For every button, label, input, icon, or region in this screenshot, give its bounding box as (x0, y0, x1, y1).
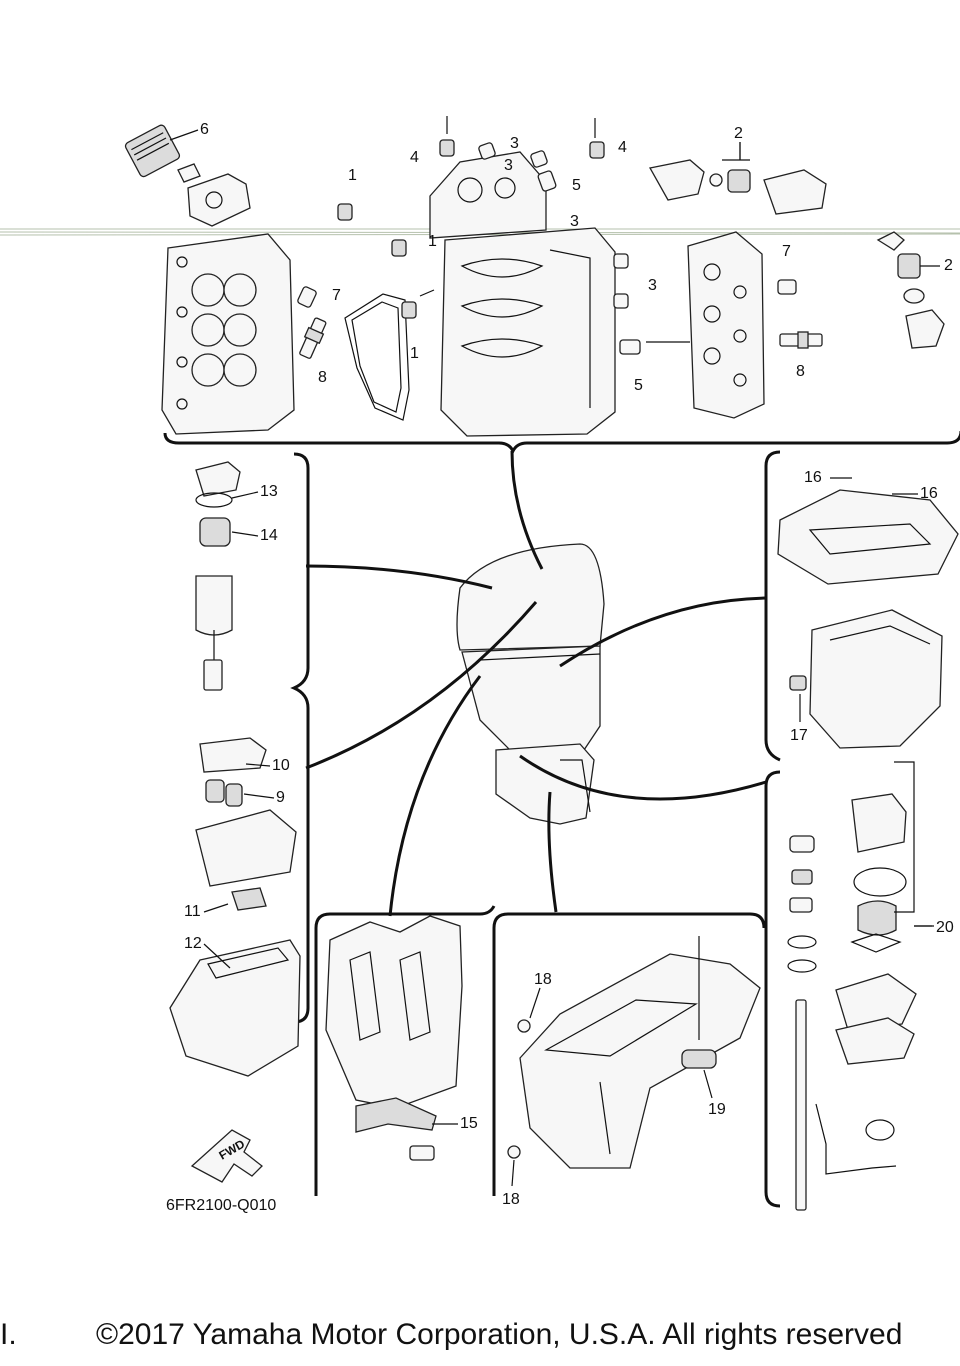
callout-17: 17 (790, 727, 808, 744)
drive-shaft (787, 835, 817, 1211)
spark-plug-right (779, 331, 823, 349)
callout-18: 18 (502, 1191, 520, 1208)
vapor-separator-assembly (169, 737, 301, 1077)
fuel-filter-assembly (195, 461, 241, 691)
crankcase-block-top (429, 151, 547, 239)
callout-1: 1 (428, 233, 437, 250)
callout-2: 2 (944, 257, 953, 274)
crankcase-block-center (440, 227, 616, 437)
callout-16: 16 (804, 469, 822, 486)
callout-1: 1 (348, 167, 357, 184)
callout-7: 7 (782, 243, 791, 260)
leader-lines (305, 450, 767, 917)
callout-11: 11 (184, 903, 201, 920)
cylinder-head-right (687, 231, 765, 419)
oil-pressure-switch-right (777, 279, 797, 295)
callout-12: 12 (184, 935, 202, 952)
copyright-mark: I. (0, 1318, 17, 1351)
thermostat-lower (876, 231, 945, 349)
lower-casing-bracket (492, 912, 766, 1196)
callout-leaders (169, 129, 940, 1187)
water-pump-bracket (764, 770, 781, 1208)
callout-6: 6 (200, 121, 209, 138)
clamp-bracket-assembly (325, 915, 463, 1161)
callout-5: 5 (634, 377, 643, 394)
oil-pan-bracket (764, 450, 781, 762)
cylinder-head-left (161, 233, 295, 435)
callout-8: 8 (318, 369, 327, 386)
copyright-footer: I. ©2017 Yamaha Motor Corporation, U.S.A… (0, 1318, 960, 1358)
bolts-and-dowels (337, 116, 690, 355)
callout-5: 5 (572, 177, 581, 194)
outboard-motor-silhouette (456, 543, 605, 825)
callout-10: 10 (272, 757, 290, 774)
fuel-filter-bracket (290, 452, 310, 1024)
callout-3: 3 (648, 277, 657, 294)
oil-filter-mount (177, 163, 251, 227)
callout-13: 13 (260, 483, 278, 500)
oil-pressure-switch-left (297, 286, 317, 308)
callout-20: 20 (936, 919, 954, 936)
callout-15: 15 (460, 1115, 478, 1132)
oil-filter (124, 124, 181, 178)
callout-16: 16 (920, 485, 938, 502)
lower-casing (507, 936, 761, 1169)
exhaust-guide (777, 489, 959, 585)
callout-9: 9 (276, 789, 285, 806)
callout-3: 3 (504, 157, 513, 174)
callout-14: 14 (260, 527, 278, 544)
callout-4: 4 (618, 139, 627, 156)
callout-4: 4 (410, 149, 419, 166)
spark-plug-left (299, 317, 327, 359)
water-pump-housing (835, 793, 917, 1141)
callout-7: 7 (332, 287, 341, 304)
callout-8: 8 (796, 363, 805, 380)
callout-2: 2 (734, 125, 743, 142)
fwd-arrow-icon: FWD (190, 1129, 263, 1183)
callout-18: 18 (534, 971, 552, 988)
clamp-bracket-bracket (314, 905, 496, 1196)
callout-3: 3 (570, 213, 579, 230)
head-gasket (344, 293, 410, 421)
copyright-text: ©2017 Yamaha Motor Corporation, U.S.A. A… (96, 1318, 903, 1351)
diagram-code: 6FR2100-Q010 (166, 1197, 276, 1214)
oil-pan (789, 609, 943, 749)
callout-3: 3 (510, 135, 519, 152)
thermostat-upper (648, 159, 827, 215)
callout-labels: 1 1 1 2 2 3 3 3 3 4 4 5 5 6 7 7 8 8 9 10… (184, 121, 954, 1208)
callout-19: 19 (708, 1101, 726, 1118)
callout-1: 1 (410, 345, 419, 362)
